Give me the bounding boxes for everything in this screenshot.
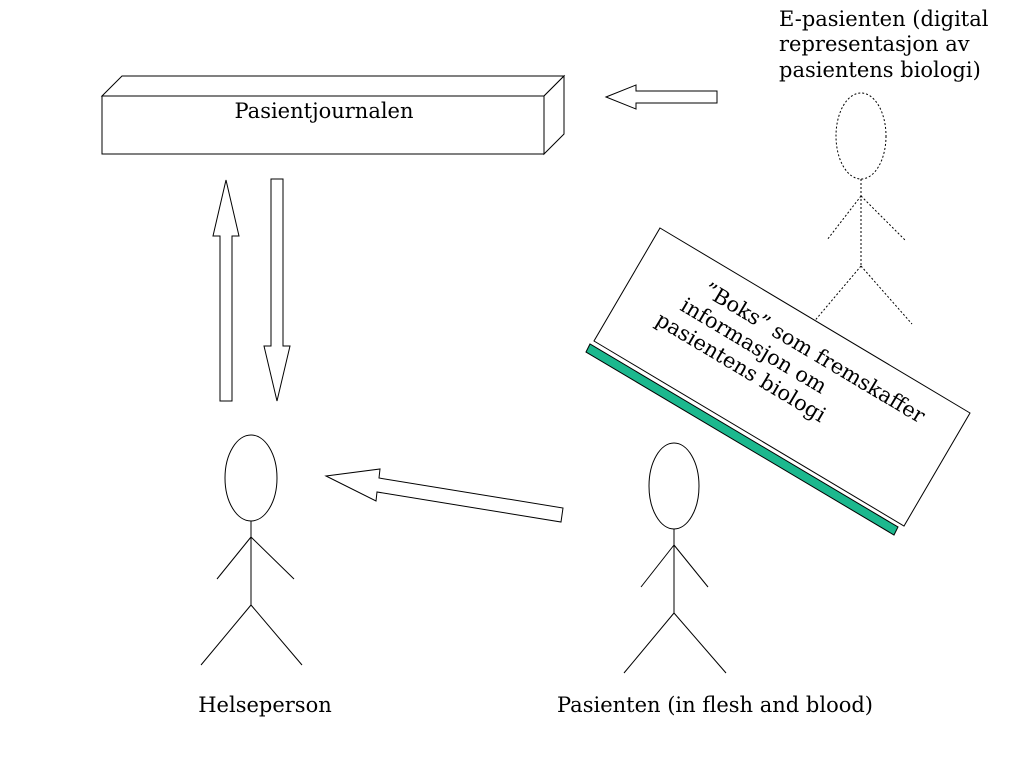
journal-box-top: [100, 75, 566, 97]
healthworker-head: [224, 434, 278, 522]
e-patient-label-line-1: E-pasienten (digital: [779, 7, 989, 31]
e-patient-arm-right: [860, 195, 906, 241]
healthworker-figure: [200, 434, 303, 666]
journal-label: Pasientjournalen: [234, 99, 413, 123]
e-patient-arm-left: [826, 195, 862, 241]
healthworker-leg-left: [200, 604, 252, 666]
e-patient-label-line-3: pasientens biologi): [779, 58, 981, 82]
patient-arm-left: [640, 544, 675, 588]
e-patient-head: [835, 92, 887, 180]
patient-head: [648, 442, 700, 530]
e-patient-label-line-2: representasjon av: [779, 32, 970, 56]
healthworker-label: Helseperson: [198, 693, 332, 717]
e-patient-leg-left: [811, 265, 862, 325]
arrow-down-to-healthworker: [263, 178, 291, 402]
healthworker-arm-right: [250, 536, 295, 580]
arrow-epatient-to-journal: [604, 84, 718, 110]
patient-leg-right: [673, 612, 727, 674]
e-patient-leg-right: [860, 265, 913, 325]
healthworker-leg-right: [250, 604, 303, 666]
info-box: ”Boks” som fremskaffer informasjon om pa…: [585, 227, 971, 536]
journal-box-front: [101, 95, 545, 155]
info-box-panel: [593, 227, 971, 527]
patient-figure: [623, 442, 727, 674]
patient-leg-left: [623, 612, 675, 674]
arrow-up-to-journal: [212, 179, 240, 402]
e-patient-label: E-pasienten (digital representasjon av p…: [779, 7, 995, 82]
patient-label: Pasienten (in flesh and blood): [557, 693, 873, 717]
arrow-patient-to-healthworker: [324, 468, 564, 523]
e-patient-figure: [811, 92, 913, 325]
healthworker-arm-left: [216, 536, 252, 580]
journal-box: Pasientjournalen: [100, 74, 566, 156]
info-box-base: [585, 343, 899, 536]
patient-arm-right: [673, 544, 709, 588]
